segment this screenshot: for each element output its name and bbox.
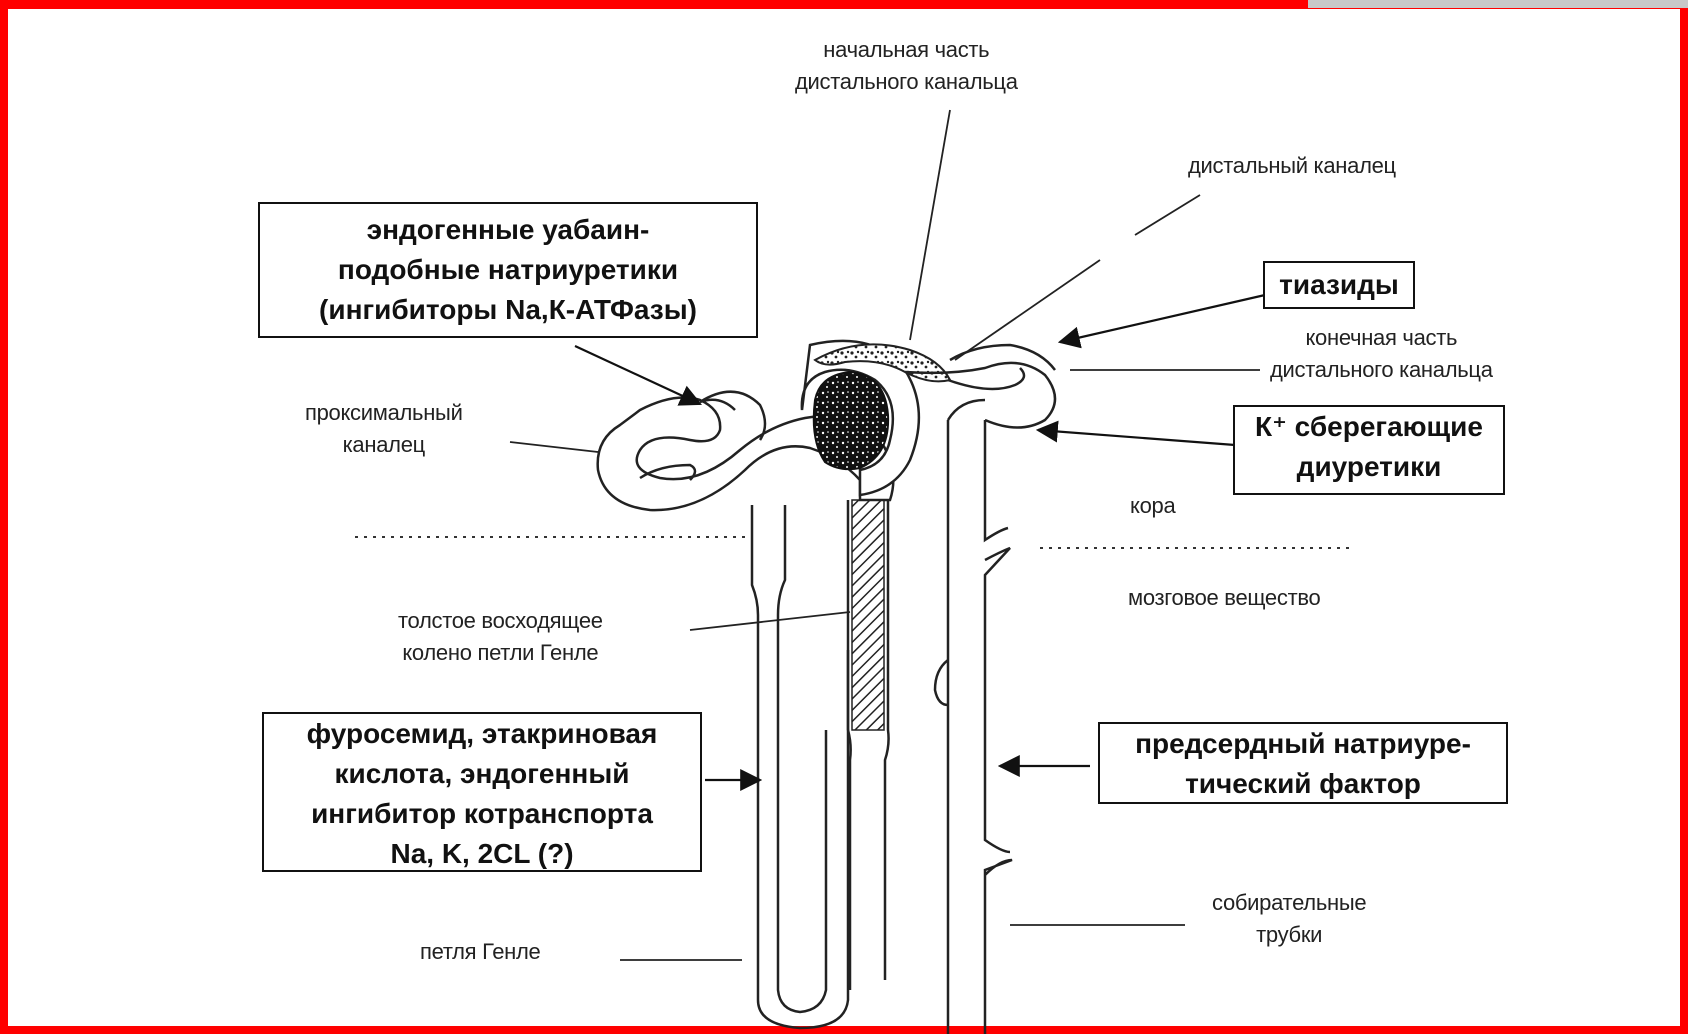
collecting-duct: [935, 420, 1012, 1034]
label-collecting-ducts: собирательные трубки: [1212, 887, 1366, 951]
label-distal-tubule: дистальный каналец: [1188, 150, 1396, 182]
label-terminal-distal-tubule: конечная часть дистального канальца: [1270, 322, 1493, 386]
label-loop-of-henle: петля Генле: [420, 936, 540, 968]
thick-ascending-limb: [852, 500, 884, 730]
box-ouabain-like-natriuretics: эндогенные уабаин- подобные натриуретики…: [258, 202, 758, 338]
label-thick-ascending-limb: толстое восходящее колено петли Генле: [398, 605, 603, 669]
box-furosemide: фуросемид, этакриновая кислота, эндогенн…: [262, 712, 702, 872]
box-atrial-natriuretic-factor: предсердный натриуре- тический фактор: [1098, 722, 1508, 804]
label-medulla: мозговое вещество: [1128, 582, 1320, 614]
label-proximal-tubule: проксимальный каналец: [305, 397, 463, 461]
box-thiazides: тиазиды: [1263, 261, 1415, 309]
label-initial-distal-tubule: начальная часть дистального канальца: [795, 34, 1018, 98]
box-k-sparing-diuretics: К⁺ сберегающие диуретики: [1233, 405, 1505, 495]
glomerulus: [802, 341, 950, 495]
label-cortex: кора: [1130, 490, 1175, 522]
